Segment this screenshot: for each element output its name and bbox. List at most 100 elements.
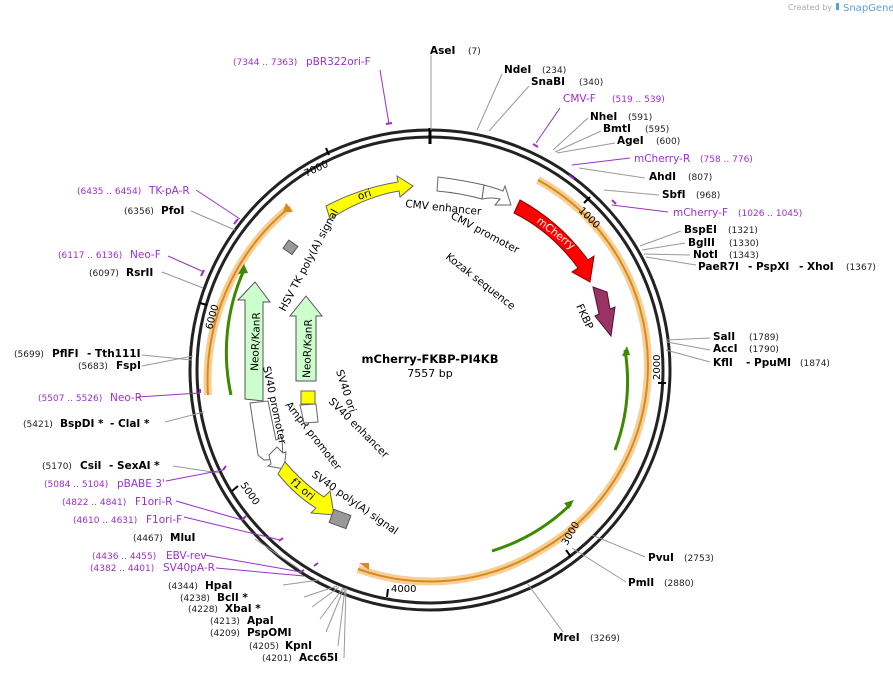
sv40-polya-feature: [328, 508, 352, 530]
primer-cmv-f-pos: (519 .. 539): [612, 95, 665, 105]
site-rsrii: RsrII: [126, 267, 153, 279]
cmv-promoter-label: CMV promoter: [449, 210, 522, 256]
orf-green-3-arrow: [238, 264, 248, 274]
site-acci-pos: (1790): [749, 345, 779, 355]
site-bmti: BmtI: [603, 123, 631, 135]
site-ppumi-pos: (1874): [800, 359, 830, 369]
site-bspei-pos: (1321): [728, 226, 758, 236]
mcherry-label: mCherry: [534, 215, 577, 252]
tick-label-4000: 4000: [391, 584, 416, 595]
site-acc65i: Acc65I: [299, 652, 338, 664]
primer-mcherry-r: mCherry-R: [634, 153, 690, 165]
site-agei-pos: (600): [656, 137, 680, 147]
site-tth111i: - Tth111I: [87, 348, 141, 360]
site-hpai-pos: (4344): [168, 582, 198, 592]
site-ahdi-pos: (807): [688, 173, 712, 183]
site-pspomi-pos: (4209): [210, 629, 240, 639]
site-mrei: MreI: [553, 632, 580, 644]
site-pspxi: - PspXI: [748, 261, 789, 273]
primer-neo-f: Neo-F: [130, 249, 161, 261]
site-apai-pos: (4213): [210, 617, 240, 627]
site-hpai: HpaI: [205, 580, 232, 592]
site-acci: AccI: [713, 343, 737, 355]
ori-label: ori: [356, 187, 373, 203]
site-mrei-pos: (3269): [590, 634, 620, 644]
site-bglii: BglII: [688, 237, 715, 249]
orf-arrow-2: [359, 563, 369, 570]
site-xhoi-pos: (1367): [846, 263, 876, 273]
site-paer7i: PaeR7I: [698, 261, 739, 273]
cmv-enhancer-feature: [436, 176, 485, 200]
tick-4000: [386, 588, 389, 598]
site-sexai: - SexAI *: [109, 460, 160, 472]
orf-arc-2-line: [357, 549, 542, 583]
ori-feature: [325, 174, 414, 220]
sv40-enhancer-feature: [299, 403, 319, 424]
tick-label-5000: 5000: [238, 480, 262, 507]
primer-tk-pa-r: TK-pA-R: [148, 185, 190, 197]
fkbp-feature: [592, 286, 616, 338]
site-pflfi: PflFI: [52, 348, 79, 360]
primer-cmv-f: CMV-F: [563, 93, 596, 105]
cmv-promoter-feature: [481, 184, 512, 206]
site-rsrii-pos: (6097): [89, 269, 119, 279]
sv40-enhancer-label: SV40 enhancer: [326, 396, 392, 462]
site-sbfi-pos: (968): [696, 191, 720, 201]
site-sali: SalI: [713, 331, 735, 343]
primer-marks: [199, 122, 617, 574]
primer-leaders: [137, 69, 669, 577]
site-mlui-pos: (4467): [133, 534, 163, 544]
site-clai: - ClaI *: [110, 418, 150, 430]
site-leaders: [141, 55, 711, 659]
site-fspi-pos: (5683): [78, 362, 108, 372]
site-pfoi: PfoI: [161, 205, 184, 217]
primer-neo-r: Neo-R: [110, 392, 142, 404]
primer-pbabe: pBABE 3': [117, 478, 165, 490]
primer-tk-pa-r-pos: (6435 .. 6454): [77, 187, 141, 197]
site-pfoi-pos: (6356): [124, 207, 154, 217]
site-nhei-pos: (591): [628, 113, 652, 123]
site-pvui-pos: (2753): [684, 554, 714, 564]
site-sali-pos: (1789): [749, 333, 779, 343]
primer-f1ori-r: F1ori-R: [135, 496, 172, 508]
site-xbai: XbaI *: [225, 603, 261, 615]
hsv-tk-polya-feature: [282, 239, 299, 256]
site-bmti-pos: (595): [645, 125, 669, 135]
primer-mcherry-f: mCherry-F: [673, 207, 728, 219]
orf-arc-1-line: [537, 179, 649, 551]
tick-label-7000: 7000: [303, 159, 331, 180]
tick-3000: [565, 549, 572, 558]
site-xbai-pos: (4228): [188, 605, 218, 615]
primer-pbr322ori-pos: (7344 .. 7363): [233, 58, 297, 68]
neor-kanr-inner-feature: [288, 295, 324, 382]
site-pmli-pos: (2880): [664, 579, 694, 589]
site-bspdi: BspDI *: [60, 418, 104, 430]
site-ahdi: AhdI: [649, 171, 676, 183]
site-ndei: NdeI: [504, 64, 531, 76]
site-asei-pos: (7): [468, 47, 481, 57]
primer-ebv-rev: EBV-rev: [166, 550, 207, 562]
site-sbfi: SbfI: [662, 189, 686, 201]
primer-f1ori-f: F1ori-F: [146, 514, 182, 526]
hsv-tk-polya-label: HSV TK poly(A) signal: [277, 207, 341, 313]
primer-pbabe-pos: (5084 .. 5104): [44, 480, 108, 490]
site-kpni-pos: (4205): [249, 642, 279, 652]
primer-ebv-rev-pos: (4436 .. 4455): [92, 552, 156, 562]
site-asei: AseI: [430, 45, 455, 57]
sv40-ori-feature: [300, 390, 316, 405]
site-pmli: PmlI: [628, 577, 654, 589]
tick-6000: [199, 302, 208, 306]
kozak-label: Kozak sequence: [443, 251, 517, 313]
credit-text: Created by: [788, 3, 832, 12]
site-acc65i-pos: (4201): [262, 654, 292, 664]
sv40-promoter-outer-feature: [249, 400, 284, 461]
site-agei: AgeI: [617, 135, 644, 147]
tick-1000: [583, 196, 591, 204]
site-apai: ApaI: [247, 615, 274, 627]
site-kpni: KpnI: [285, 640, 312, 652]
neor-kanr-inner-label: NeoR/KanR: [301, 319, 315, 378]
brand-text: SnapGene: [843, 3, 893, 14]
primer-mcherry-r-pos: (758 .. 776): [700, 155, 753, 165]
site-pspomi: PspOMI: [247, 627, 292, 639]
